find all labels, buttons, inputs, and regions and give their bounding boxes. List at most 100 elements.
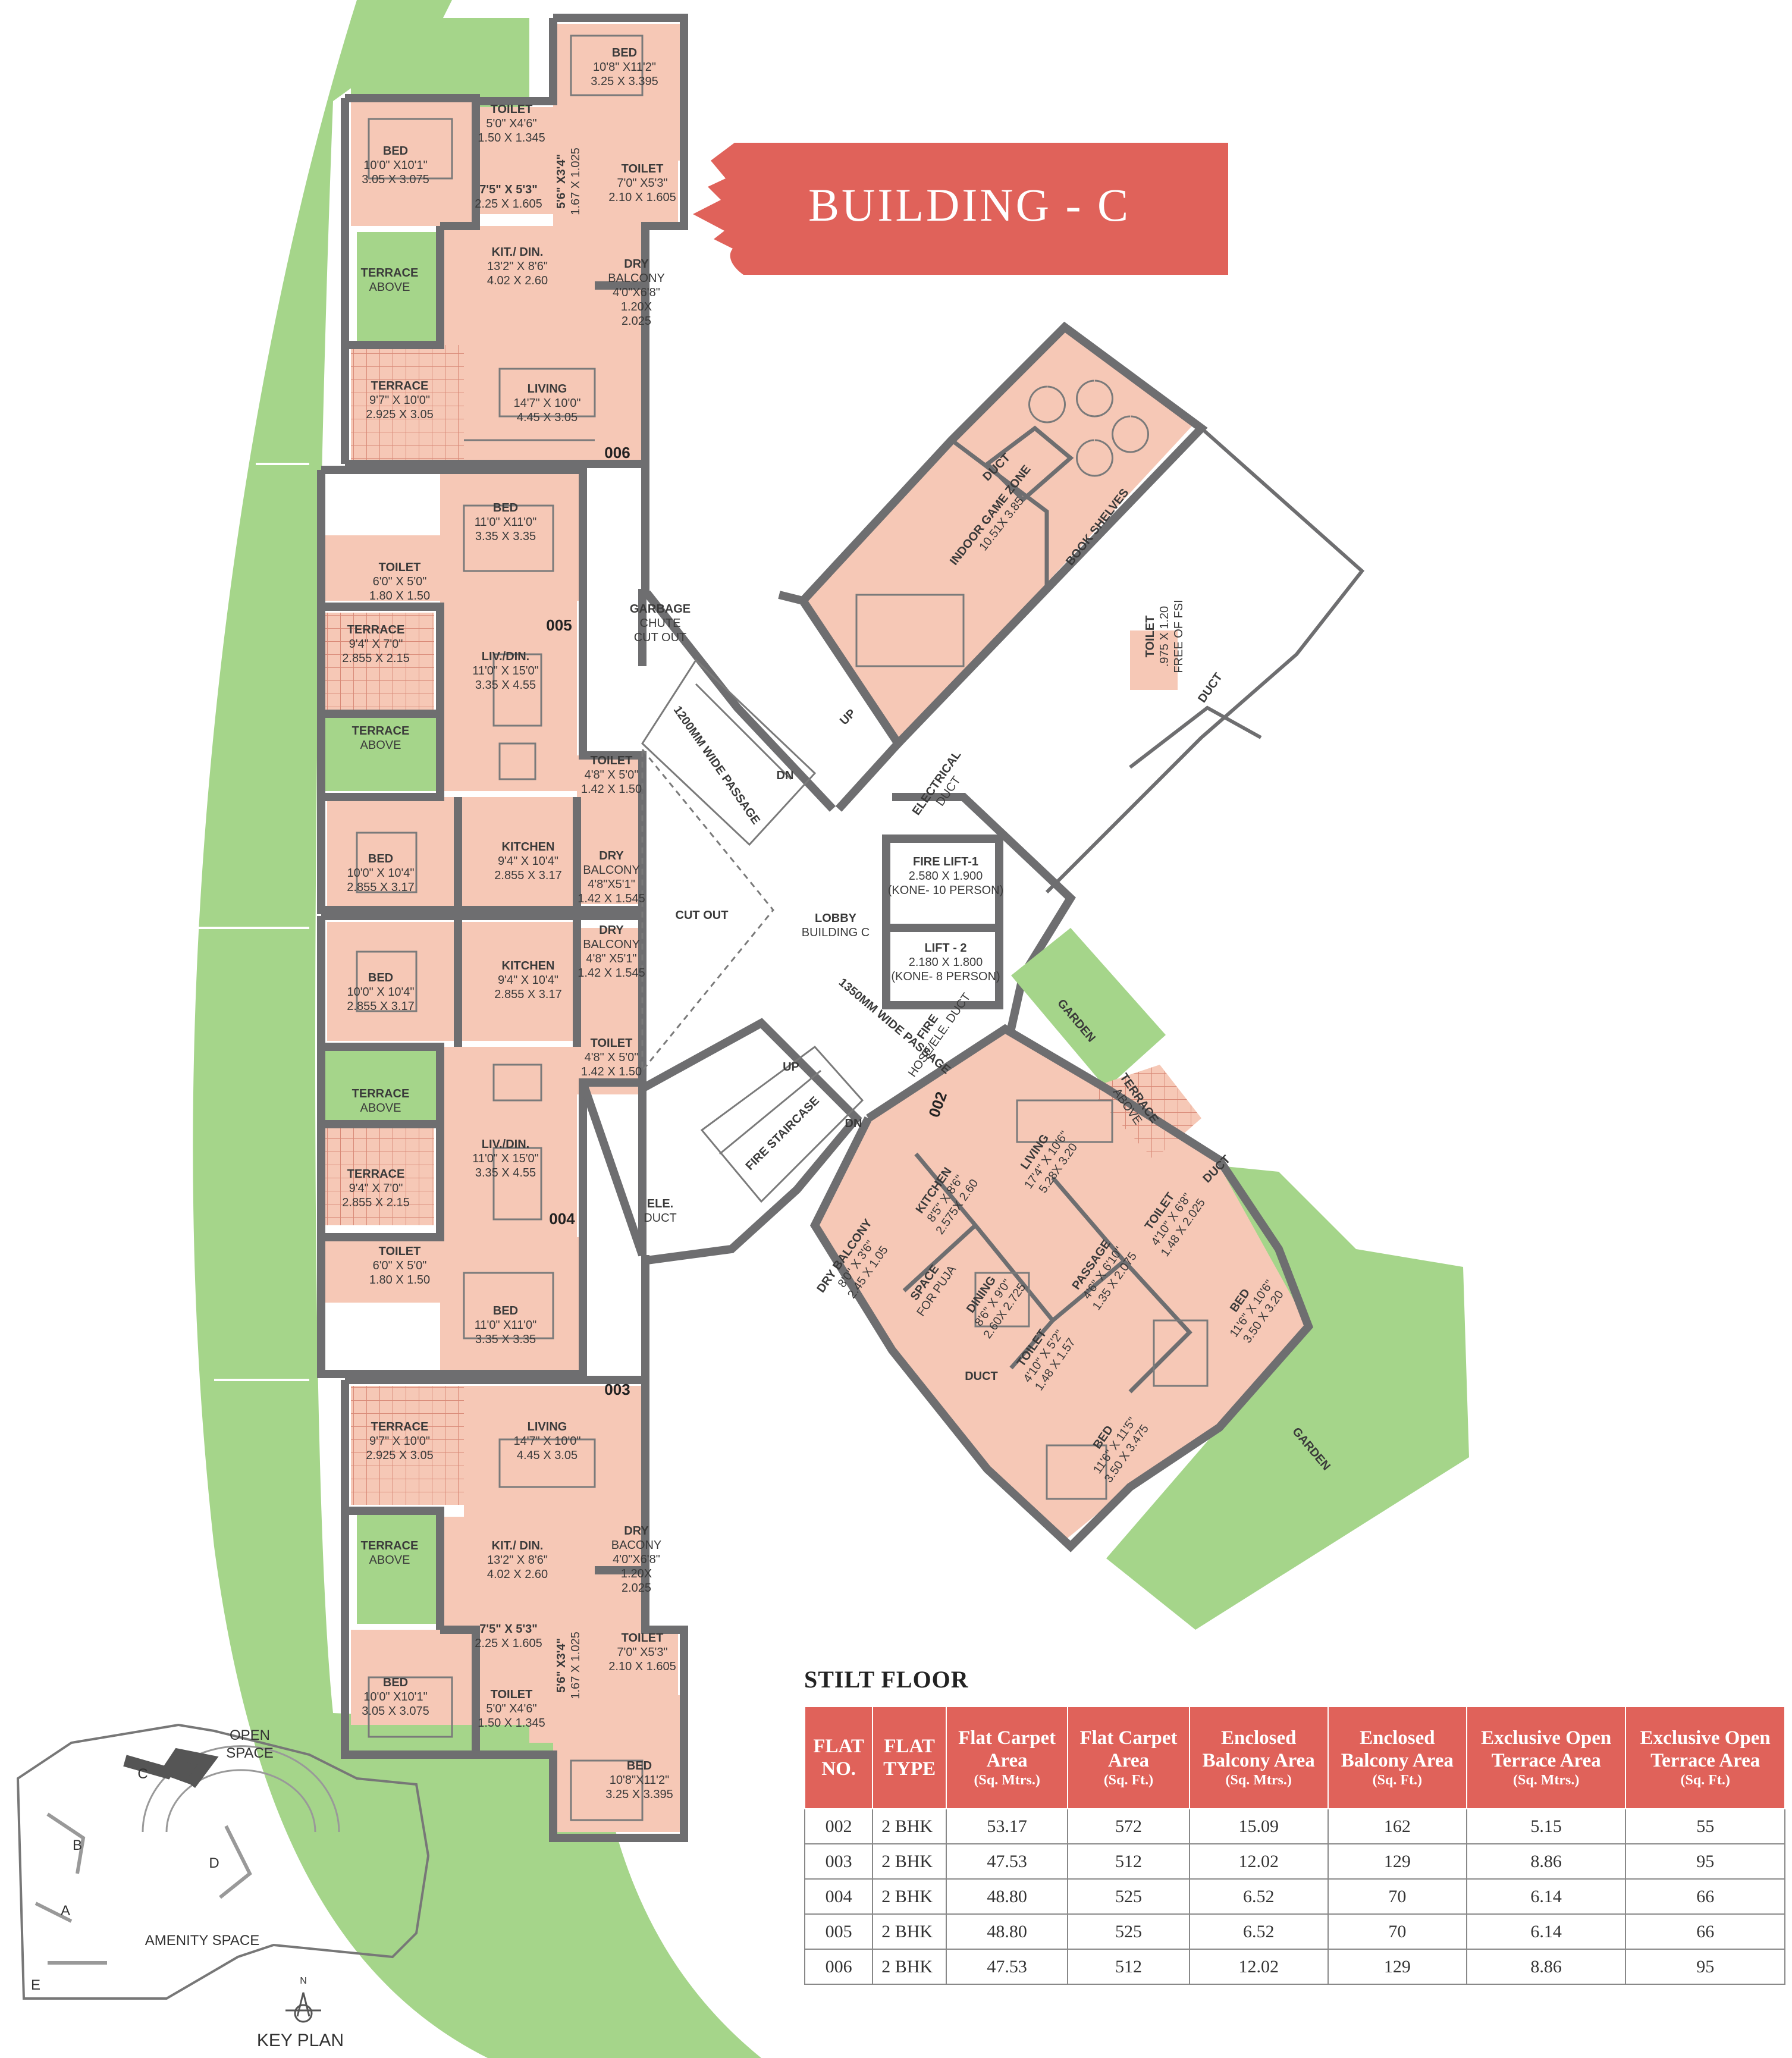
column-header-line: Balcony Area: [1341, 1750, 1454, 1771]
table-cell: 512: [1067, 1949, 1190, 1985]
room-label-line: 11'0" X 15'0": [472, 664, 539, 677]
column-header-line: Area: [1107, 1750, 1149, 1771]
room-label-line: 2.855 X 3.17: [494, 869, 561, 882]
column-header-line: Balcony Area: [1202, 1750, 1315, 1771]
key-plan-amenity-space: AMENITY SPACE: [145, 1932, 260, 1949]
column-unit: (Sq. Ft.): [1372, 1772, 1423, 1788]
room-label-line: .975 X 1.20: [1158, 606, 1171, 667]
room-label-line: TERRACE: [361, 1539, 419, 1552]
column-header-line: NO.: [821, 1758, 856, 1780]
room-label-line: TERRACE: [347, 623, 405, 636]
room-label-line: (KONE- 10 PERSON): [888, 884, 1003, 897]
room-label-line: 2.855 X 3.17: [347, 1000, 414, 1013]
table-cell: 66: [1625, 1878, 1785, 1915]
room-label-r003-pass1: 7'5" X 5'3"2.25 X 1.605: [475, 1623, 542, 1650]
room-label-line: UP: [837, 707, 858, 727]
room-label-line: 2.925 X 3.05: [366, 408, 433, 421]
room-label-cutout: CUT OUT: [676, 909, 729, 922]
table-cell: 512: [1067, 1843, 1190, 1880]
table-cell: 8.86: [1465, 1843, 1627, 1880]
room-label-line: 1.80 X 1.50: [369, 589, 430, 603]
table-cell: 48.80: [945, 1913, 1069, 1950]
key-plan-block-a: A: [61, 1903, 70, 1919]
room-label-line: 4.02 X 2.60: [487, 1568, 548, 1581]
room-label-line: UP: [783, 1061, 799, 1074]
room-label-line: TERRACE: [347, 1168, 405, 1181]
room-label-line: ABOVE: [360, 1102, 401, 1115]
room-label-line: 3.05 X 3.075: [362, 1705, 429, 1718]
room-label-line: 3.05 X 3.075: [362, 173, 429, 186]
room-label-line: 2.025: [622, 1582, 651, 1595]
room-label-line: 4'8" X 5'0": [585, 768, 639, 782]
room-label-line: FIRE LIFT-1: [913, 855, 978, 868]
column-unit: (Sq. Mtrs.): [1513, 1772, 1580, 1788]
table-cell: 70: [1327, 1878, 1467, 1915]
room-label-line: BED: [368, 852, 393, 865]
room-label-line: 4'8"X5'1": [588, 878, 635, 891]
room-label-r003-pass2: 5'6" X3'4"1.67 X 1.025: [555, 1632, 582, 1699]
room-label-line: 1.50 X 1.345: [478, 131, 545, 145]
room-label-r005-liv: LIV./DIN.11'0" X 15'0"3.35 X 4.55: [472, 650, 539, 692]
room-label-line: 1.80 X 1.50: [369, 1273, 430, 1287]
room-label-line: TOILET: [622, 1632, 664, 1645]
table-cell: 2 BHK: [872, 1949, 947, 1985]
garden-west-curve: [193, 0, 762, 2058]
room-label-line: DUCT: [1195, 670, 1225, 705]
room-label-line: 6'0" X 5'0": [373, 1259, 427, 1272]
room-label-line: 7'5" X 5'3": [479, 183, 537, 196]
flat-004: [317, 912, 646, 1378]
table-cell: 70: [1327, 1913, 1467, 1950]
table-cell: 53.17: [945, 1808, 1069, 1844]
room-label-line: ABOVE: [369, 281, 410, 294]
column-header-line: FLAT: [884, 1736, 935, 1757]
column-header-line: Exclusive Open: [1481, 1727, 1612, 1749]
room-label-line: 2.855 X 2.15: [342, 652, 409, 665]
table-cell: 6.14: [1465, 1878, 1627, 1915]
room-label-r002-duct2: DUCT: [965, 1370, 998, 1383]
room-label-line: KITCHEN: [502, 959, 555, 972]
room-label-line: 7'0" X5'3": [617, 177, 667, 190]
room-label-line: DN: [845, 1117, 862, 1130]
room-label-line: DUCT: [965, 1370, 998, 1383]
key-plan-open-space-1: OPEN: [230, 1727, 270, 1743]
room-label-duct2: DUCT: [1195, 670, 1225, 705]
room-label-line: BED: [627, 1759, 652, 1772]
room-label-line: 1.42 X 1.50: [581, 1065, 642, 1078]
room-label-line: DRY: [624, 258, 649, 271]
flat-006: [341, 14, 688, 468]
room-label-line: 10'0" X 10'4": [347, 867, 414, 880]
room-label-line: 6'0" X 5'0": [373, 575, 427, 588]
room-label-line: 2.10 X 1.605: [608, 1660, 676, 1673]
room-label-line: BALCONY: [608, 272, 665, 285]
room-label-line: 10'8" X11'2": [593, 61, 656, 74]
column-header-line: FLAT: [813, 1736, 864, 1757]
room-label-line: 3.35 X 4.55: [475, 679, 536, 692]
room-label-r006-pass1: 7'5" X 5'3"2.25 X 1.605: [475, 183, 542, 211]
table-cell: 5.15: [1465, 1808, 1627, 1844]
room-label-line: CUT OUT: [634, 631, 687, 644]
room-label-line: 2.855 X 2.15: [342, 1196, 409, 1209]
room-label-line: GARBAGE: [630, 603, 691, 616]
room-label-line: BED: [368, 971, 393, 984]
table-cell: 2 BHK: [872, 1878, 947, 1915]
table-cell: 8.86: [1465, 1949, 1627, 1985]
table-cell: 15.09: [1188, 1808, 1329, 1844]
room-label-line: 3.25 X 3.395: [591, 75, 658, 88]
room-label-line: BALCONY: [583, 864, 640, 877]
room-label-line: TERRACE: [352, 724, 410, 738]
room-label-line: 11'0" X11'0": [475, 1319, 537, 1332]
column-header-line: TYPE: [883, 1758, 936, 1780]
